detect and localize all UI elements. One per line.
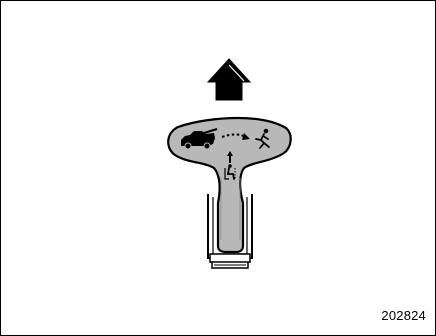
pull-direction-arrow-icon bbox=[208, 59, 250, 100]
figure-number: 202824 bbox=[381, 308, 426, 323]
